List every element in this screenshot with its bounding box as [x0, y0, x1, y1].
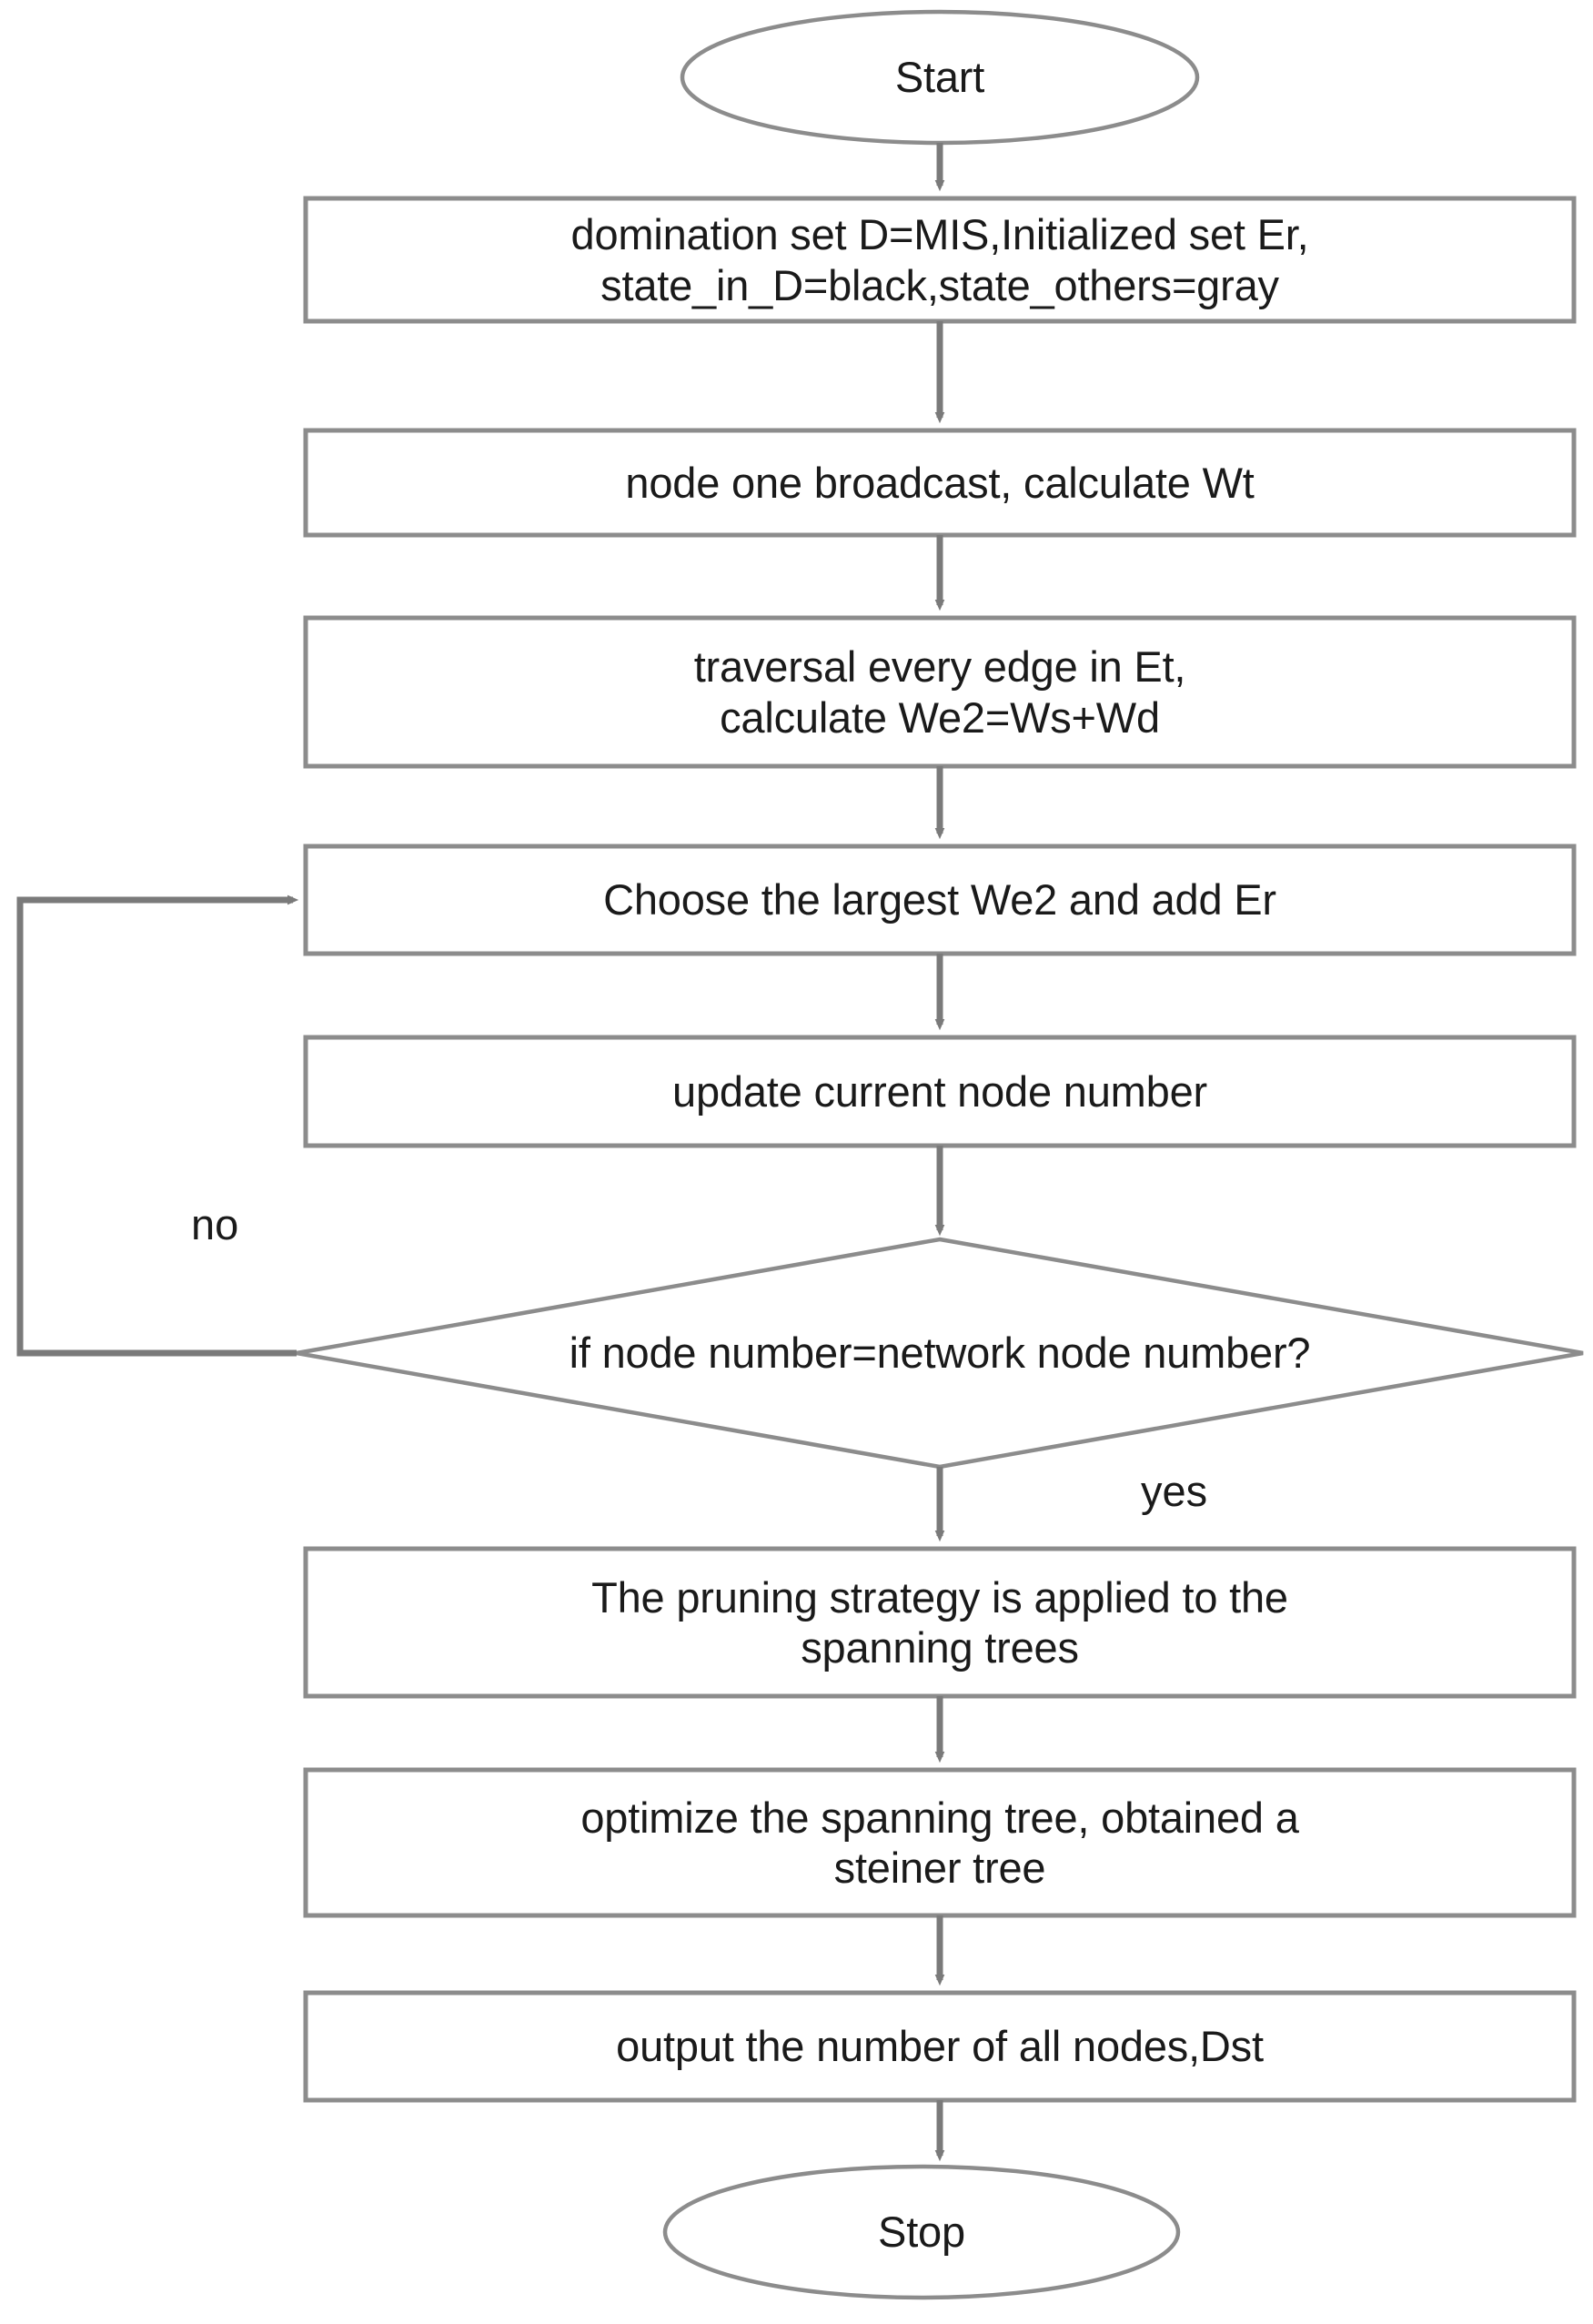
connector-decision-no-loop: [16, 894, 299, 1357]
node-traversal-shape: [303, 615, 1577, 769]
node-start-shape: [680, 9, 1200, 146]
node-output-shape: [303, 1990, 1577, 2103]
node-pruning-shape: [303, 1546, 1577, 1699]
edge-label-no: no: [191, 1200, 239, 1248]
edge-label-yes: yes: [1141, 1467, 1208, 1515]
node-update-shape: [303, 1035, 1577, 1148]
node-decision-shape: [296, 1237, 1584, 1470]
node-stop-shape: [662, 2164, 1181, 2300]
node-optimize-shape: [303, 1767, 1577, 1918]
node-broadcast-shape: [303, 428, 1577, 538]
node-init-shape: [303, 196, 1577, 324]
node-choose-shape: [303, 844, 1577, 956]
